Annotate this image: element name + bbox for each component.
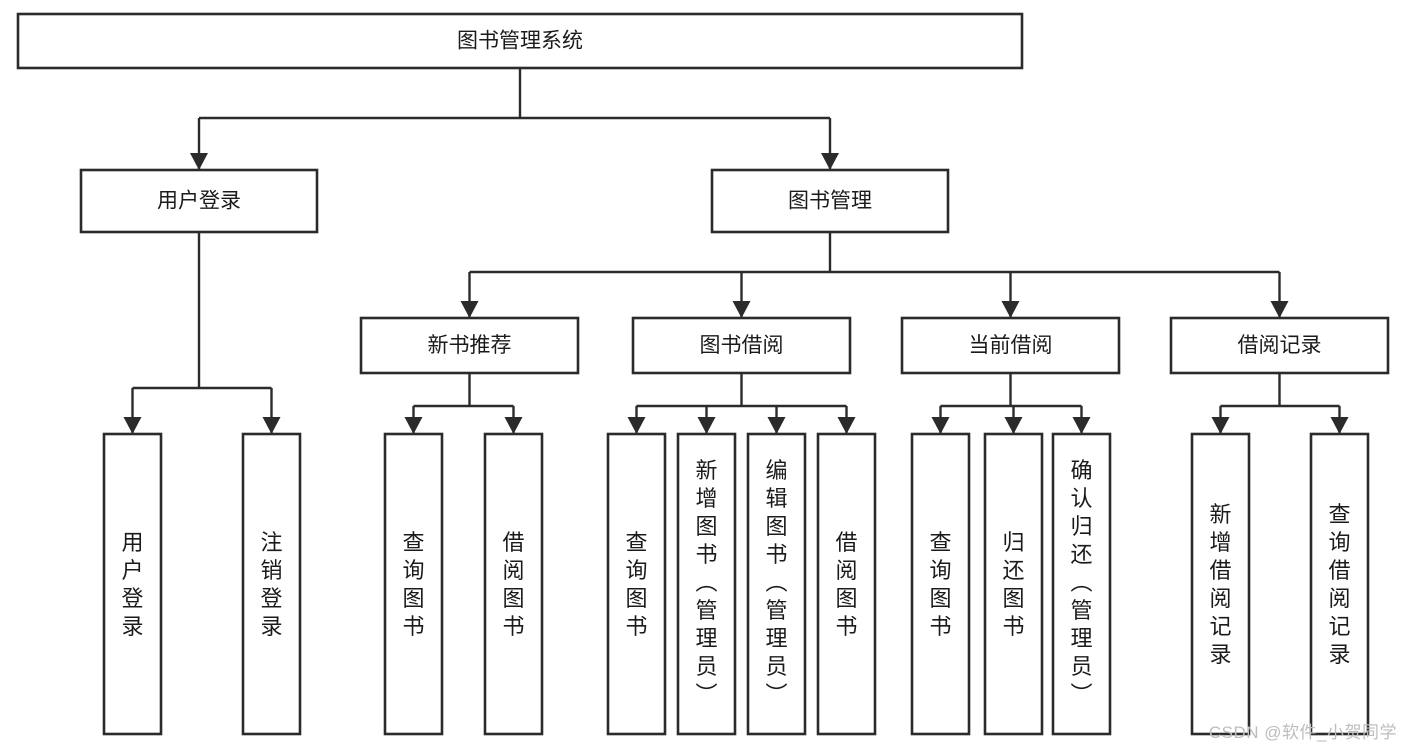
node-label-leaf-return-book: 归还图书: [1002, 530, 1024, 639]
arrow-head-user-login-to-leaf-user-login: [123, 417, 142, 434]
node-leaf-query-book-1[interactable]: 查询图书: [383, 432, 444, 736]
arrow-head-new-book-recommend-to-leaf-borrow-book-1: [504, 417, 523, 434]
arrow-head-book-borrow-to-leaf-query-book-2: [627, 417, 646, 434]
node-root[interactable]: 图书管理系统: [16, 12, 1024, 70]
node-box-leaf-add-book: [676, 432, 737, 736]
arrow-head-root-to-book-manage: [821, 153, 839, 170]
node-leaf-confirm-return[interactable]: 确认归还︵管理员︶: [1051, 432, 1112, 736]
node-box-leaf-borrow-book-1: [483, 432, 544, 736]
node-box-leaf-query-record: [1309, 432, 1370, 736]
node-borrow-record[interactable]: 借阅记录: [1169, 316, 1390, 375]
node-box-leaf-add-record: [1190, 432, 1251, 736]
node-label-leaf-borrow-book-1: 借阅图书: [502, 530, 524, 639]
node-leaf-query-book-3[interactable]: 查询图书: [910, 432, 971, 736]
arrow-head-book-manage-to-book-borrow: [732, 301, 751, 318]
arrow-head-book-manage-to-borrow-record: [1270, 301, 1289, 318]
node-new-book-recommend[interactable]: 新书推荐: [359, 316, 580, 375]
node-current-borrow[interactable]: 当前借阅: [900, 316, 1121, 375]
node-leaf-return-book[interactable]: 归还图书: [983, 432, 1044, 736]
node-leaf-query-record[interactable]: 查询借阅记录: [1309, 432, 1370, 736]
node-leaf-user-login[interactable]: 用户登录: [102, 432, 163, 736]
arrow-head-book-borrow-to-leaf-borrow-book-2: [837, 417, 856, 434]
node-label-user-login: 用户登录: [157, 190, 241, 213]
node-label-leaf-query-book-1: 查询图书: [402, 530, 424, 639]
node-leaf-add-book[interactable]: 新增图书︵管理员︶: [676, 432, 737, 736]
arrow-head-user-login-to-leaf-user-logout: [262, 417, 281, 434]
arrow-head-book-manage-to-new-book-recommend: [460, 301, 479, 318]
watermark-label: CSDN @软件_小贺同学: [1208, 723, 1397, 742]
node-label-leaf-query-record: 查询借阅记录: [1328, 502, 1350, 667]
node-leaf-borrow-book-2[interactable]: 借阅图书: [816, 432, 877, 736]
node-box-leaf-edit-book: [746, 432, 807, 736]
node-box-user-login: [79, 168, 319, 234]
node-label-leaf-borrow-book-2: 借阅图书: [835, 530, 857, 639]
arrow-head-borrow-record-to-leaf-add-record: [1211, 417, 1230, 434]
node-box-leaf-user-login: [102, 432, 163, 736]
node-label-leaf-query-book-3: 查询图书: [929, 530, 951, 639]
node-box-leaf-user-logout: [241, 432, 302, 736]
arrow-head-current-borrow-to-leaf-return-book: [1004, 417, 1023, 434]
node-label-book-manage: 图书管理: [788, 190, 872, 213]
arrow-head-borrow-record-to-leaf-query-record: [1330, 417, 1349, 434]
node-box-book-borrow: [631, 316, 852, 375]
node-label-book-borrow: 图书借阅: [700, 334, 784, 357]
node-label-leaf-query-book-2: 查询图书: [625, 530, 647, 639]
node-leaf-borrow-book-1[interactable]: 借阅图书: [483, 432, 544, 736]
node-book-borrow[interactable]: 图书借阅: [631, 316, 852, 375]
nodes-layer: 图书管理系统用户登录图书管理新书推荐图书借阅当前借阅借阅记录用户登录注销登录查询…: [16, 12, 1390, 736]
node-label-leaf-add-record: 新增借阅记录: [1209, 502, 1231, 667]
arrow-head-current-borrow-to-leaf-query-book-3: [931, 417, 950, 434]
node-book-manage[interactable]: 图书管理: [710, 168, 950, 234]
node-box-leaf-query-book-1: [383, 432, 444, 736]
node-leaf-edit-book[interactable]: 编辑图书︵管理员︶: [746, 432, 807, 736]
arrow-head-book-borrow-to-leaf-edit-book: [767, 417, 786, 434]
node-box-leaf-confirm-return: [1051, 432, 1112, 736]
node-box-leaf-query-book-2: [606, 432, 667, 736]
node-box-leaf-return-book: [983, 432, 1044, 736]
node-leaf-user-logout[interactable]: 注销登录: [241, 432, 302, 736]
arrow-head-current-borrow-to-leaf-confirm-return: [1072, 417, 1091, 434]
node-box-book-manage: [710, 168, 950, 234]
connector-edges-layer: [123, 68, 1349, 434]
node-box-leaf-query-book-3: [910, 432, 971, 736]
node-label-current-borrow: 当前借阅: [969, 334, 1053, 357]
arrow-head-book-borrow-to-leaf-add-book: [697, 417, 716, 434]
node-leaf-add-record[interactable]: 新增借阅记录: [1190, 432, 1251, 736]
node-label-leaf-user-logout: 注销登录: [260, 530, 282, 639]
node-label-root: 图书管理系统: [457, 30, 583, 53]
node-box-current-borrow: [900, 316, 1121, 375]
arrow-head-new-book-recommend-to-leaf-query-book-1: [404, 417, 423, 434]
node-user-login[interactable]: 用户登录: [79, 168, 319, 234]
node-label-leaf-confirm-return: 确认归还︵管理员︶: [1070, 458, 1092, 707]
node-box-root: [16, 12, 1024, 70]
node-label-leaf-user-login: 用户登录: [121, 530, 143, 639]
node-box-borrow-record: [1169, 316, 1390, 375]
node-label-leaf-edit-book: 编辑图书︵管理员︶: [765, 458, 787, 707]
node-label-leaf-add-book: 新增图书︵管理员︶: [695, 458, 717, 707]
arrow-head-root-to-user-login: [190, 153, 208, 170]
arrow-head-book-manage-to-current-borrow: [1001, 301, 1020, 318]
node-label-borrow-record: 借阅记录: [1238, 334, 1322, 357]
node-label-new-book-recommend: 新书推荐: [428, 334, 512, 357]
node-box-leaf-borrow-book-2: [816, 432, 877, 736]
node-box-new-book-recommend: [359, 316, 580, 375]
node-leaf-query-book-2[interactable]: 查询图书: [606, 432, 667, 736]
